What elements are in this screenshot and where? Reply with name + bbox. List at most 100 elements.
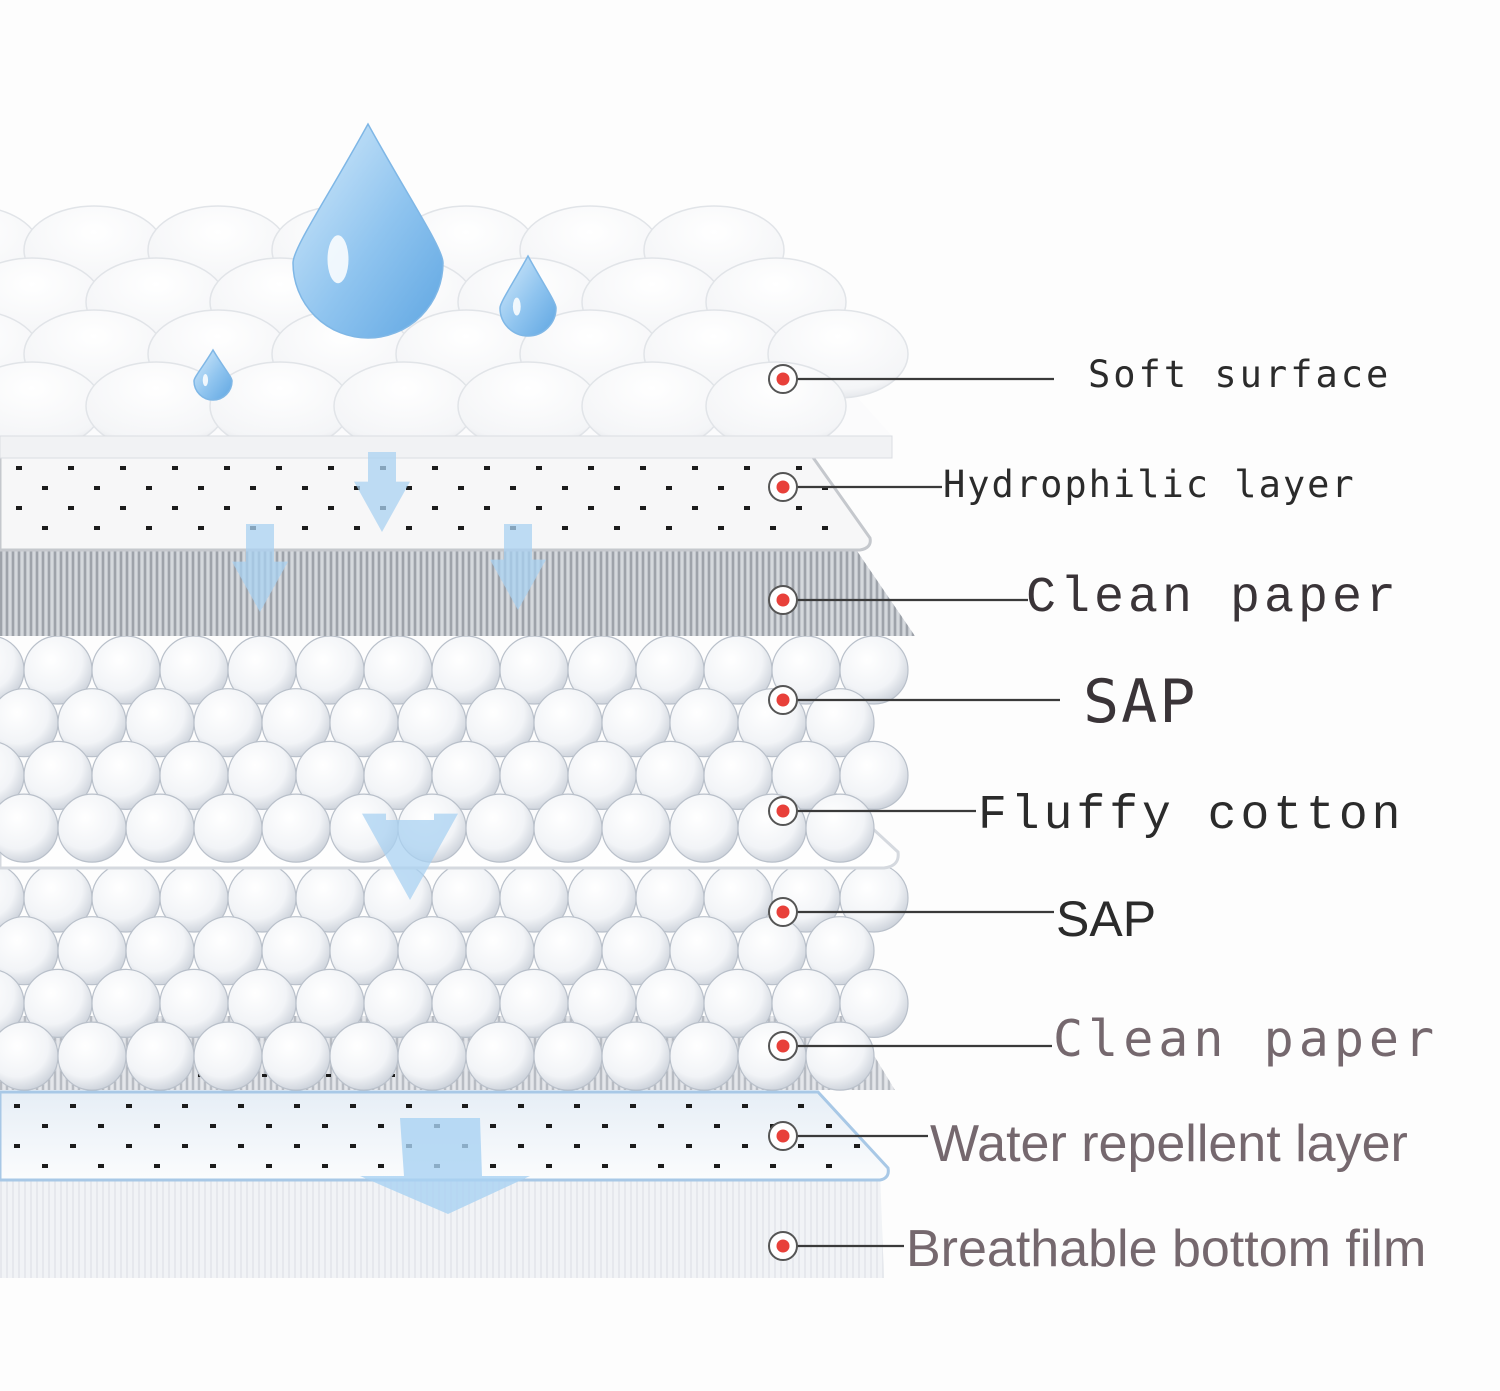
label-leader-lines <box>768 364 1060 1261</box>
perforation-dot <box>666 486 672 490</box>
perforation-dot <box>126 1144 132 1148</box>
perforation-dot <box>126 1104 132 1108</box>
perforation-dot <box>328 466 334 470</box>
perforation-dot <box>328 506 334 510</box>
perforation-dot <box>210 1124 216 1128</box>
marker-dot <box>776 372 790 386</box>
perforation-dot <box>602 1164 608 1168</box>
perforation-dot <box>172 506 178 510</box>
perforation-dot <box>406 526 412 530</box>
droplet-highlight <box>512 297 521 316</box>
perforation-dot <box>354 526 360 530</box>
sap-bead <box>125 1021 195 1091</box>
hydrophilic-sheet <box>0 454 872 552</box>
perforation-dot <box>302 486 308 490</box>
perforation-dot <box>42 486 48 490</box>
soft-surface-quilt <box>0 205 909 459</box>
sap-bead <box>465 1021 535 1091</box>
perforation-dot <box>490 1124 496 1128</box>
perforation-dot <box>432 506 438 510</box>
perforation-dot <box>68 506 74 510</box>
perforation-dot <box>224 506 230 510</box>
perforation-dot <box>146 526 152 530</box>
perforation-dot <box>70 1144 76 1148</box>
sap-bead <box>533 793 603 863</box>
perforation-dot <box>546 1164 552 1168</box>
perforation-dot <box>198 486 204 490</box>
perforation-dot <box>588 466 594 470</box>
sap-bead <box>839 968 909 1039</box>
sap-bead <box>805 688 875 758</box>
perforation-dot <box>714 1164 720 1168</box>
water-droplet <box>499 254 557 337</box>
perforation-dot <box>14 1144 20 1148</box>
perforation-dot <box>854 1144 860 1148</box>
sap-lower-beads <box>0 863 909 1091</box>
perforation-dot <box>266 1164 272 1168</box>
sap-bead <box>805 916 875 986</box>
sap-bead <box>261 1021 331 1091</box>
sap-bead <box>261 793 331 863</box>
sap-bead <box>805 793 875 863</box>
perforation-dot <box>826 1164 832 1168</box>
perforation-dot <box>658 1124 664 1128</box>
marker-dot <box>776 1129 790 1143</box>
perforation-dot <box>322 1124 328 1128</box>
perforation-dot <box>146 486 152 490</box>
droplet-highlight <box>327 235 349 284</box>
perforation-dot <box>742 1144 748 1148</box>
perforation-dot <box>484 466 490 470</box>
sap-bead <box>397 1021 467 1091</box>
label-clean-paper-upper: Clean paper <box>1026 570 1401 627</box>
perforation-dot <box>42 526 48 530</box>
perforation-dot <box>250 486 256 490</box>
perforation-dot <box>94 526 100 530</box>
perforation-dot <box>294 1104 300 1108</box>
clean-paper-upper-surface <box>0 548 915 636</box>
perforation-dot <box>822 526 828 530</box>
flow-arrow <box>232 524 288 612</box>
perforation-dot <box>462 1104 468 1108</box>
sap-bead <box>329 1021 399 1091</box>
perforation-dot <box>798 1144 804 1148</box>
bottom-film-layer <box>0 1172 884 1278</box>
perforation-dot <box>154 1124 160 1128</box>
perforation-dot <box>518 1104 524 1108</box>
perforation-dot <box>718 486 724 490</box>
marker-dot <box>776 480 790 494</box>
perforation-dot <box>42 1164 48 1168</box>
marker-dot <box>776 593 790 607</box>
perforation-dot <box>562 486 568 490</box>
perforation-dot <box>154 1164 160 1168</box>
marker-dot <box>776 693 790 707</box>
marker-dot <box>776 1239 790 1253</box>
sap-bead <box>601 1021 671 1091</box>
sap-bead <box>839 740 909 811</box>
sap-bead <box>669 793 739 863</box>
perforation-dot <box>546 1124 552 1128</box>
perforation-dot <box>796 466 802 470</box>
sap-upper-beads <box>0 635 909 863</box>
perforation-dot <box>120 506 126 510</box>
label-water-repellent-layer: Water repellent layer <box>930 1115 1408 1173</box>
sap-bead <box>57 793 127 863</box>
perforation-dot <box>744 506 750 510</box>
perforation-dot <box>378 1124 384 1128</box>
marker-dot <box>776 1039 790 1053</box>
perforation-dot <box>510 486 516 490</box>
perforation-dot <box>14 1104 20 1108</box>
perforation-dot <box>458 486 464 490</box>
label-soft-surface: Soft surface <box>1088 353 1392 396</box>
marker-dot <box>776 804 790 818</box>
perforation-dot <box>798 1104 804 1108</box>
bottom-film-surface <box>0 1172 884 1278</box>
perforation-dot <box>98 1124 104 1128</box>
flow-arrow <box>354 452 410 532</box>
perforation-dot <box>484 506 490 510</box>
perforation-dot <box>536 466 542 470</box>
perforation-dot <box>322 1164 328 1168</box>
sap-bead <box>193 793 263 863</box>
perforation-dot <box>630 1144 636 1148</box>
absorption-flow-arrows <box>232 452 546 1214</box>
